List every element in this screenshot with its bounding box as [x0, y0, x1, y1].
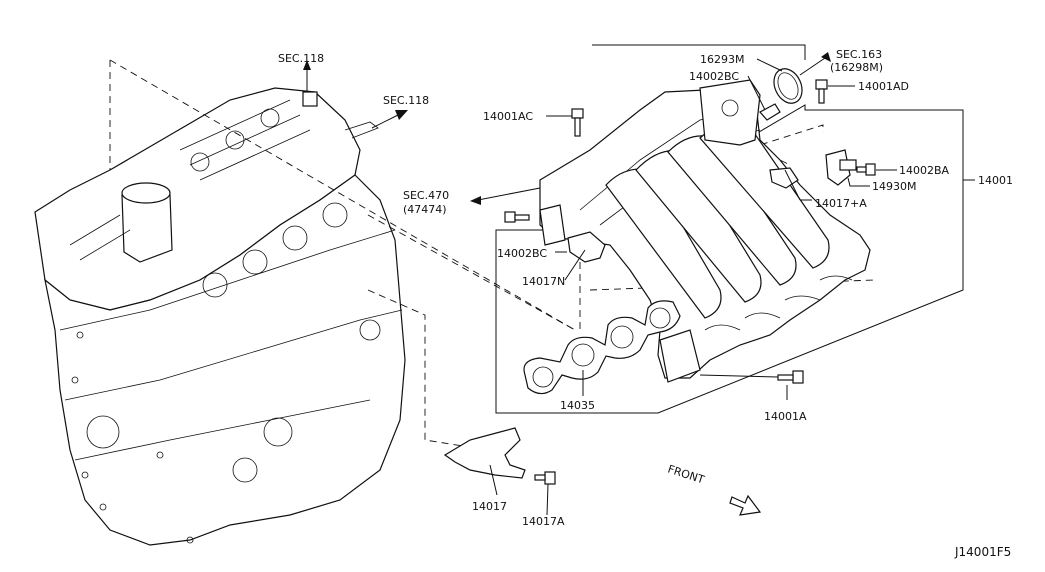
label-16293M: 16293M	[700, 53, 744, 66]
label-14001AC: 14001AC	[483, 110, 533, 123]
bolt-icons	[504, 79, 876, 485]
label-14017: 14017	[472, 500, 507, 513]
label-sec118-a: SEC.118	[278, 52, 324, 65]
callout-leader-lines	[489, 58, 975, 516]
label-14017A-plus: 14017+A	[815, 197, 867, 210]
label-front: FRONT	[666, 462, 706, 486]
bolt-14002BC-left-icon	[504, 211, 530, 223]
manifold-gasket-illustration	[523, 300, 681, 395]
bolt-14001A-icon	[777, 370, 804, 384]
part-labels: SEC.118 SEC.118 SEC.163 (16298M) SEC.470…	[278, 48, 1013, 559]
label-14001A: 14001A	[764, 410, 807, 423]
sec163-arrow	[799, 52, 831, 76]
sec118-a-arrow	[303, 60, 311, 92]
label-14035: 14035	[560, 399, 595, 412]
label-14930M: 14930M	[872, 180, 916, 193]
label-sec470: SEC.470	[403, 189, 449, 202]
label-sec163-sub: (16298M)	[830, 61, 883, 74]
bolt-14002BC-top-icon	[759, 103, 781, 121]
label-14001AD: 14001AD	[858, 80, 909, 93]
sensor-illustration	[825, 149, 857, 186]
label-sec118-b: SEC.118	[383, 94, 429, 107]
label-14002BA: 14002BA	[899, 164, 950, 177]
label-diagram-id: J14001F5	[954, 545, 1011, 559]
dashed-leader-lines	[109, 59, 876, 451]
bolt-14002BA-icon	[856, 163, 876, 176]
bracket-14017-illustration	[443, 427, 526, 479]
o-ring-illustration	[773, 68, 803, 104]
label-14017N: 14017N	[522, 275, 565, 288]
label-14002BC-top: 14002BC	[689, 70, 739, 83]
label-14001: 14001	[978, 174, 1013, 187]
sec470-arrow	[470, 187, 541, 205]
label-sec163: SEC.163	[836, 48, 882, 61]
label-sec470-sub: (47474)	[403, 203, 447, 216]
bolt-14017A-icon	[534, 471, 556, 485]
engine-block-illustration	[34, 87, 406, 546]
label-14017A: 14017A	[522, 515, 565, 528]
label-14002BC-left: 14002BC	[497, 247, 547, 260]
front-arrow-icon	[729, 494, 762, 516]
bolt-14001AC-icon	[571, 108, 584, 137]
intake-manifold-illustration	[539, 79, 871, 383]
bracket-14017N-illustration	[567, 231, 606, 263]
sec118-b-arrow	[371, 110, 408, 129]
bolt-14001AD-icon	[815, 79, 828, 104]
